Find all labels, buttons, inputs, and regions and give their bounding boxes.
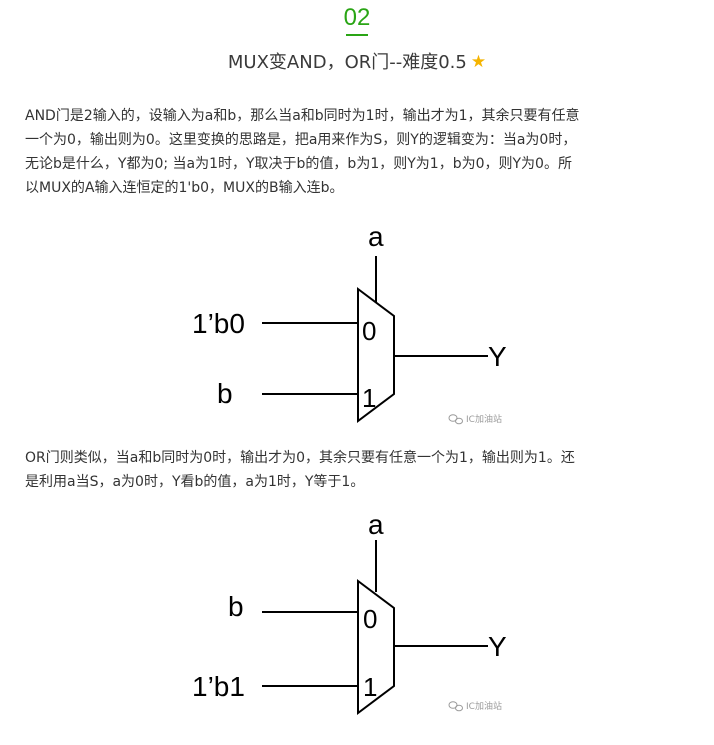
input0-label: b — [228, 591, 244, 622]
wechat-icon — [448, 414, 463, 425]
port0-label: 0 — [363, 604, 377, 634]
and-gate-paragraph: AND门是2输入的，设输入为a和b，那么当a和b同时为1时，输出才为1，其余只要… — [25, 108, 580, 196]
section-number: 02 — [343, 4, 371, 31]
port1-label: 1 — [362, 383, 376, 413]
select-label: a — [368, 221, 384, 252]
output-label: Y — [488, 341, 507, 372]
output-label: Y — [488, 631, 507, 662]
wechat-icon — [448, 701, 463, 712]
or-gate-paragraph: OR门则类似，当a和b同时为0时，输出才为0，其余只要有任意一个为1，输出则为1… — [25, 450, 575, 490]
watermark: IC加油站 — [448, 700, 502, 712]
section-number-underline — [346, 34, 368, 36]
port0-label: 0 — [362, 316, 376, 346]
watermark-text: IC加油站 — [466, 700, 502, 712]
mux-body — [357, 579, 395, 715]
input1-label: 1’b1 — [192, 671, 245, 702]
mux-body — [357, 287, 395, 423]
input1-label: b — [217, 378, 233, 409]
and-mux-diagram: a 1’b0 b 0 1 Y IC加油站 — [192, 221, 507, 425]
star-icon: ★ — [470, 52, 487, 72]
section-title: MUX变AND，OR门--难度0.5 — [227, 52, 467, 73]
select-label: a — [368, 509, 384, 540]
port1-label: 1 — [363, 672, 377, 702]
or-mux-diagram: a b 1’b1 0 1 Y IC加油站 — [192, 509, 507, 715]
section-title-row: MUX变AND，OR门--难度0.5★ — [0, 48, 714, 74]
input0-label: 1’b0 — [192, 308, 245, 339]
watermark-text: IC加油站 — [466, 413, 502, 425]
watermark: IC加油站 — [448, 413, 502, 425]
